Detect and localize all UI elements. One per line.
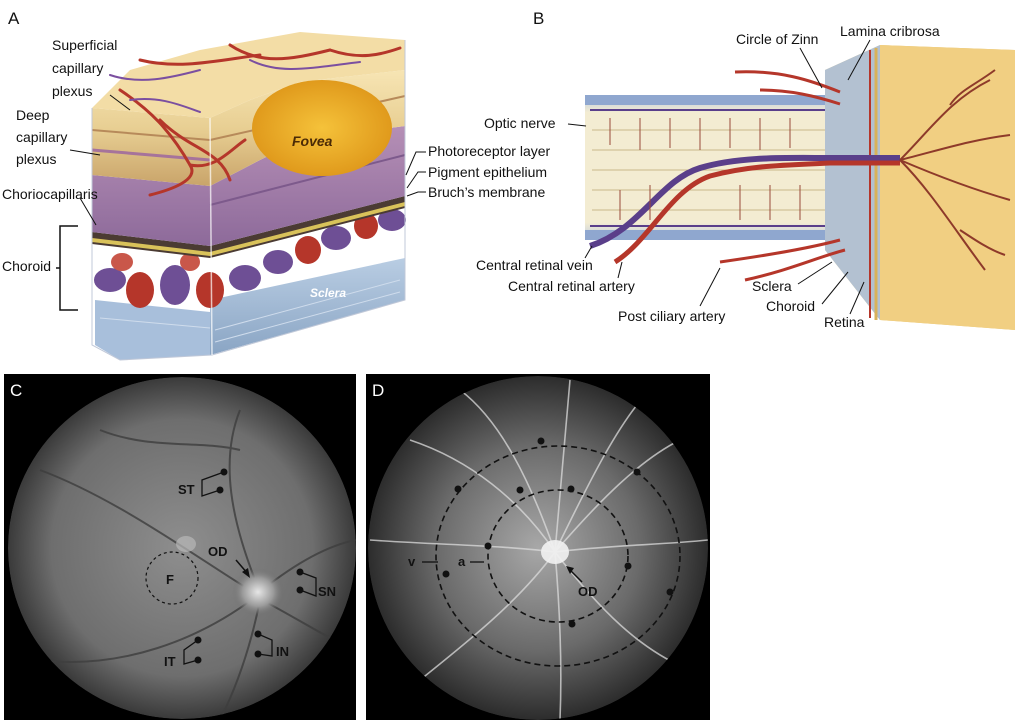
- retina-top-surface: [92, 32, 405, 118]
- sclera-side: [825, 45, 880, 320]
- choroid-vessels: [94, 209, 406, 308]
- fovea-circle: [145, 551, 199, 605]
- superficial-vessels: [118, 43, 402, 197]
- choriocapillaris-band: [92, 196, 405, 258]
- choriocapillaris-leader: [79, 197, 97, 226]
- label-deep-1: Deep: [16, 107, 50, 123]
- panel-a-illustration: [91, 32, 406, 361]
- label-superficial-3: plexus: [52, 83, 92, 99]
- label-a: a: [458, 554, 466, 569]
- label-deep-3: plexus: [16, 151, 56, 167]
- retina-face: [880, 45, 1015, 330]
- label-pigment: Pigment epithelium: [428, 164, 547, 180]
- label-deep-2: capillary: [16, 129, 67, 145]
- choroid-bracket: [59, 225, 78, 311]
- label-photoreceptor: Photoreceptor layer: [428, 143, 551, 159]
- label-retina-b: Retina: [824, 314, 865, 330]
- panel-b-leaders: [567, 39, 871, 315]
- central-retinal-artery: [613, 160, 900, 265]
- panel-d-fundus: [368, 376, 708, 720]
- panel-c-fundus: [8, 377, 356, 719]
- label-choroid-b: Choroid: [766, 298, 815, 314]
- label-sn: SN: [318, 584, 336, 599]
- nerve-capillaries: [609, 118, 801, 220]
- label-cra: Central retinal artery: [508, 278, 635, 294]
- label-od-c: OD: [208, 544, 228, 559]
- superficial-leader: [109, 94, 131, 111]
- label-crv: Central retinal vein: [476, 257, 593, 273]
- label-superficial-1: Superficial: [52, 37, 117, 53]
- fovea-pit: [252, 80, 392, 176]
- label-choriocapillaris: Choriocapillaris: [2, 186, 98, 202]
- label-f: F: [166, 572, 174, 587]
- panel-label-d: D: [372, 381, 384, 400]
- panel-b-illustration: [585, 45, 1015, 330]
- ring-points: [442, 437, 674, 628]
- label-circle-zinn: Circle of Zinn: [736, 31, 818, 47]
- label-bruch: Bruch’s membrane: [428, 184, 545, 200]
- label-sclera-b: Sclera: [752, 278, 792, 294]
- label-st: ST: [178, 482, 195, 497]
- label-choroid: Choroid: [2, 258, 51, 274]
- retinal-branches: [899, 69, 1011, 271]
- panel-label-a: A: [8, 9, 20, 28]
- superficial-veins: [109, 59, 361, 113]
- label-lamina: Lamina cribrosa: [840, 23, 940, 39]
- panel-label-c: C: [10, 381, 22, 400]
- sclera-front-right: [210, 258, 405, 355]
- ciliary-arteries: [719, 70, 846, 282]
- panel-label-b: B: [533, 9, 544, 28]
- label-it: IT: [164, 654, 176, 669]
- label-v: v: [408, 554, 416, 569]
- bruchs-membrane-band: [92, 202, 405, 256]
- label-fovea: Fovea: [292, 133, 333, 149]
- label-in: IN: [276, 644, 289, 659]
- inner-ring: [487, 489, 629, 623]
- deep-leader: [69, 149, 101, 156]
- outer-ring: [435, 445, 681, 667]
- label-optic-nerve: Optic nerve: [484, 115, 556, 131]
- central-retinal-vein: [589, 154, 900, 249]
- label-superficial-2: capillary: [52, 60, 103, 76]
- label-od-d: OD: [578, 584, 598, 599]
- sclera-front-left: [95, 300, 212, 360]
- label-sclera-a: Sclera: [310, 286, 346, 300]
- label-pca: Post ciliary artery: [618, 308, 725, 324]
